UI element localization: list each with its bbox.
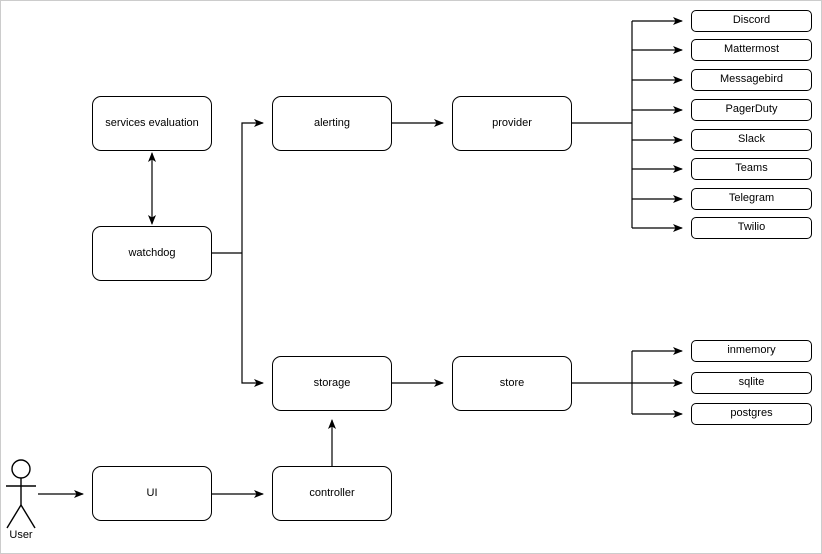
node-watchdog[interactable]: watchdog xyxy=(92,226,212,281)
node-provider-label: provider xyxy=(492,116,532,129)
node-provider-mattermost-label: Mattermost xyxy=(723,43,779,56)
node-watchdog-label: watchdog xyxy=(128,246,176,259)
node-provider-telegram[interactable]: Telegram xyxy=(691,188,812,210)
node-ui-label: UI xyxy=(146,486,158,499)
node-store-sqlite[interactable]: sqlite xyxy=(691,372,812,394)
node-ui[interactable]: UI xyxy=(92,466,212,521)
node-store-inmemory[interactable]: inmemory xyxy=(691,340,812,362)
node-store-inmemory-label: inmemory xyxy=(727,344,776,357)
node-controller[interactable]: controller xyxy=(272,466,392,521)
node-store-sqlite-label: sqlite xyxy=(738,376,765,389)
node-provider-messagebird-label: Messagebird xyxy=(720,73,783,86)
node-provider-twilio-label: Twilio xyxy=(737,221,766,234)
edge-watchdog-storage xyxy=(241,253,264,387)
node-services-evaluation-label: services evaluation xyxy=(105,116,199,129)
node-provider-telegram-label: Telegram xyxy=(728,192,775,205)
node-controller-label: controller xyxy=(309,486,355,499)
node-storage-label: storage xyxy=(313,376,351,389)
node-provider[interactable]: provider xyxy=(452,96,572,151)
node-provider-messagebird[interactable]: Messagebird xyxy=(691,69,812,91)
user-actor-label: User xyxy=(9,529,33,541)
node-alerting-label: alerting xyxy=(313,116,351,129)
node-provider-mattermost[interactable]: Mattermost xyxy=(691,39,812,61)
node-provider-teams[interactable]: Teams xyxy=(691,158,812,180)
node-provider-pagerduty-label: PagerDuty xyxy=(725,103,778,116)
edge-watchdog-alerting xyxy=(241,119,264,253)
node-store[interactable]: store xyxy=(452,356,572,411)
node-provider-discord-label: Discord xyxy=(732,14,771,27)
node-provider-twilio[interactable]: Twilio xyxy=(691,217,812,239)
node-provider-discord[interactable]: Discord xyxy=(691,10,812,32)
node-provider-slack[interactable]: Slack xyxy=(691,129,812,151)
node-services-evaluation[interactable]: services evaluation xyxy=(92,96,212,151)
node-provider-pagerduty[interactable]: PagerDuty xyxy=(691,99,812,121)
user-actor-icon xyxy=(6,459,36,529)
node-alerting[interactable]: alerting xyxy=(272,96,392,151)
node-storage[interactable]: storage xyxy=(272,356,392,411)
node-provider-teams-label: Teams xyxy=(735,162,768,175)
node-provider-slack-label: Slack xyxy=(738,133,765,146)
node-store-postgres-label: postgres xyxy=(730,407,773,420)
node-store-label: store xyxy=(499,376,525,389)
node-store-postgres[interactable]: postgres xyxy=(691,403,812,425)
